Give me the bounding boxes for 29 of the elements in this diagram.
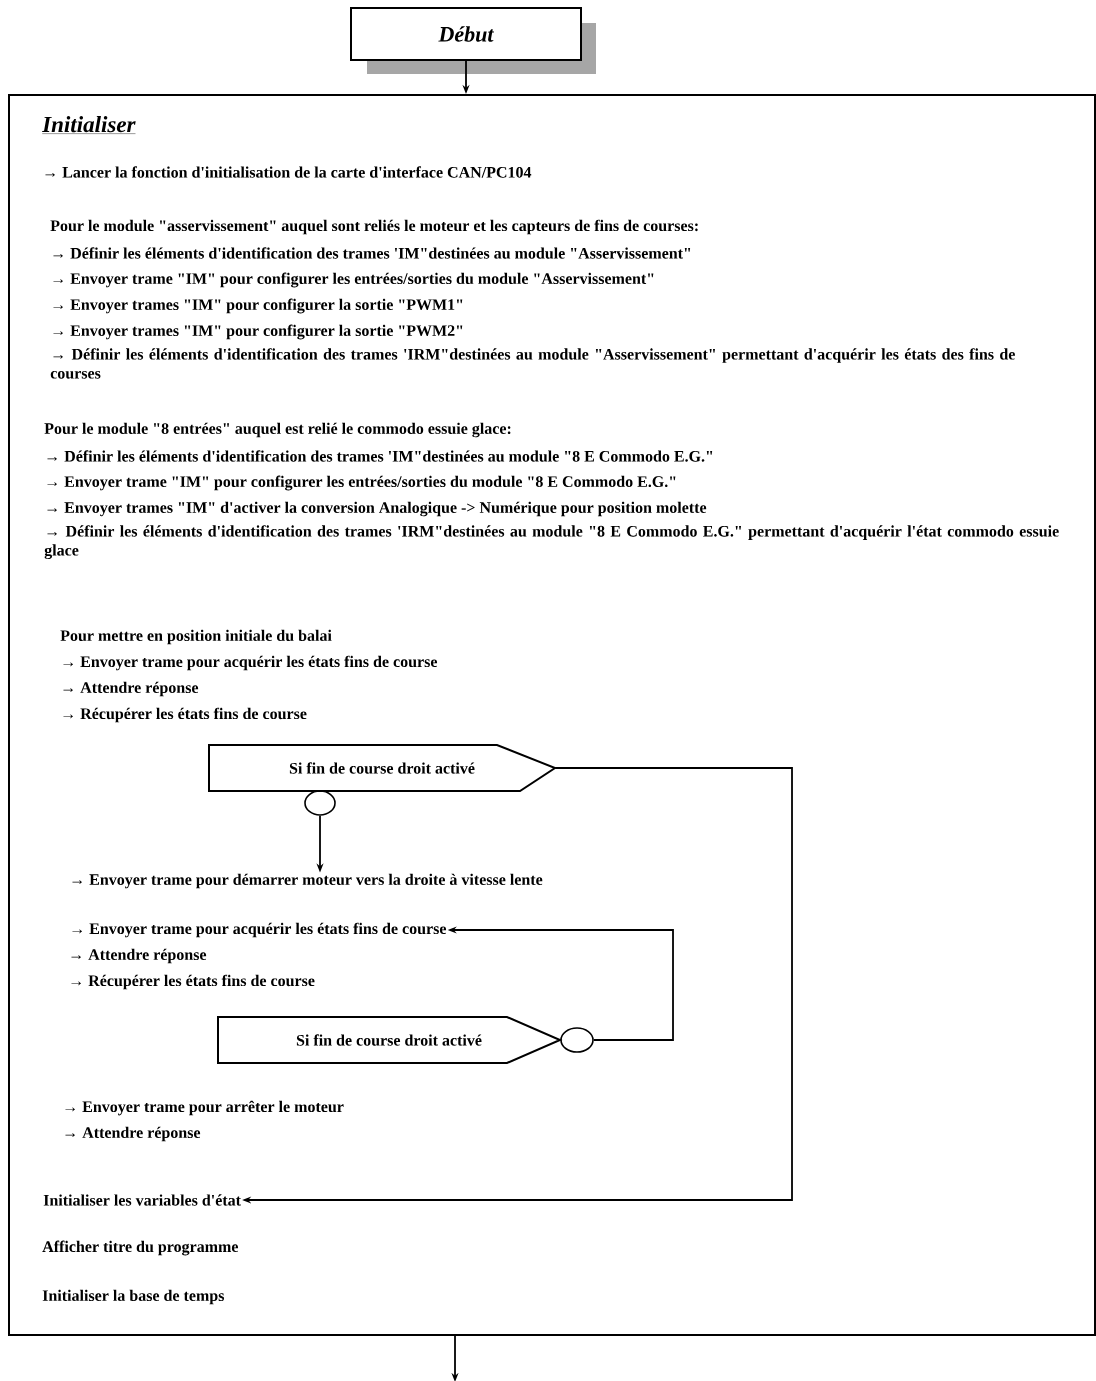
step-text: Initialiser les variables d'état (43, 1194, 241, 1206)
connector-circle (560, 1027, 594, 1053)
step-text: → Définir les éléments d'identification des trames 'IRM"destinées au module "8 E Commodo E.G." permettant d'acquérir l'état commodo essuie glace (44, 525, 1059, 559)
step-text: → Récupérer les états fins de course (71, 974, 315, 990)
step-text: → Définir les éléments d'identification des trames 'IM"destinées au module "8 E Commodo E.G." (47, 450, 713, 462)
step-text: → Attendre réponse (71, 948, 207, 964)
step-text: → Définir les éléments d'identification des trames 'IRM"destinées au module "Asservissement" permettant d'acquérir les états des fins de courses (50, 348, 1015, 379)
step-text: Pour le module "8 entrées" auquel est relié le commodo essuie glace: (44, 422, 511, 438)
section-title: Initialiser (42, 116, 136, 134)
step-text: Pour le module "asservissement" auquel sont reliés le moteur et les capteurs de fins de courses: (50, 219, 698, 235)
step-text: → Attendre réponse (65, 1126, 201, 1142)
step-text: Pour mettre en position initiale du balai (60, 629, 332, 645)
step-text: → Envoyer trame "IM" pour configurer les entrées/sorties du module "Asservissement" (53, 272, 654, 288)
step-text: → Envoyer trames "IM" d'activer la conversion Analogique -> Numérique pour position molette (47, 501, 707, 517)
step-text: → Envoyer trame pour arrêter le moteur (65, 1100, 344, 1116)
step-text: → Lancer la fonction d'initialisation de la carte d'interface CAN/PC104 (45, 166, 532, 178)
step-text: → Envoyer trames "IM" pour configurer la sortie "PWM1" (53, 298, 463, 314)
step-text: → Récupérer les états fins de course (63, 707, 307, 723)
step-text: Afficher titre du programme (42, 1240, 239, 1256)
step-text: → Envoyer trame pour acquérir les états fins de course (63, 655, 438, 671)
connector-circle (304, 790, 336, 816)
step-text: → Attendre réponse (63, 681, 199, 697)
step-text: → Envoyer trames "IM" pour configurer la sortie "PWM2" (53, 324, 463, 340)
step-text: → Envoyer trame pour démarrer moteur vers la droite à vitesse lente (72, 873, 543, 889)
start-box: Début (350, 7, 596, 74)
step-text: → Définir les éléments d'identification des trames 'IM"destinées au module "Asservissement" (53, 247, 691, 259)
step-text: → Envoyer trame pour acquérir les états fins de course (72, 922, 447, 938)
step-text: → Envoyer trame "IM" pour configurer les entrées/sorties du module "8 E Commodo E.G." (47, 475, 676, 491)
step-text: Initialiser la base de temps (42, 1289, 225, 1305)
